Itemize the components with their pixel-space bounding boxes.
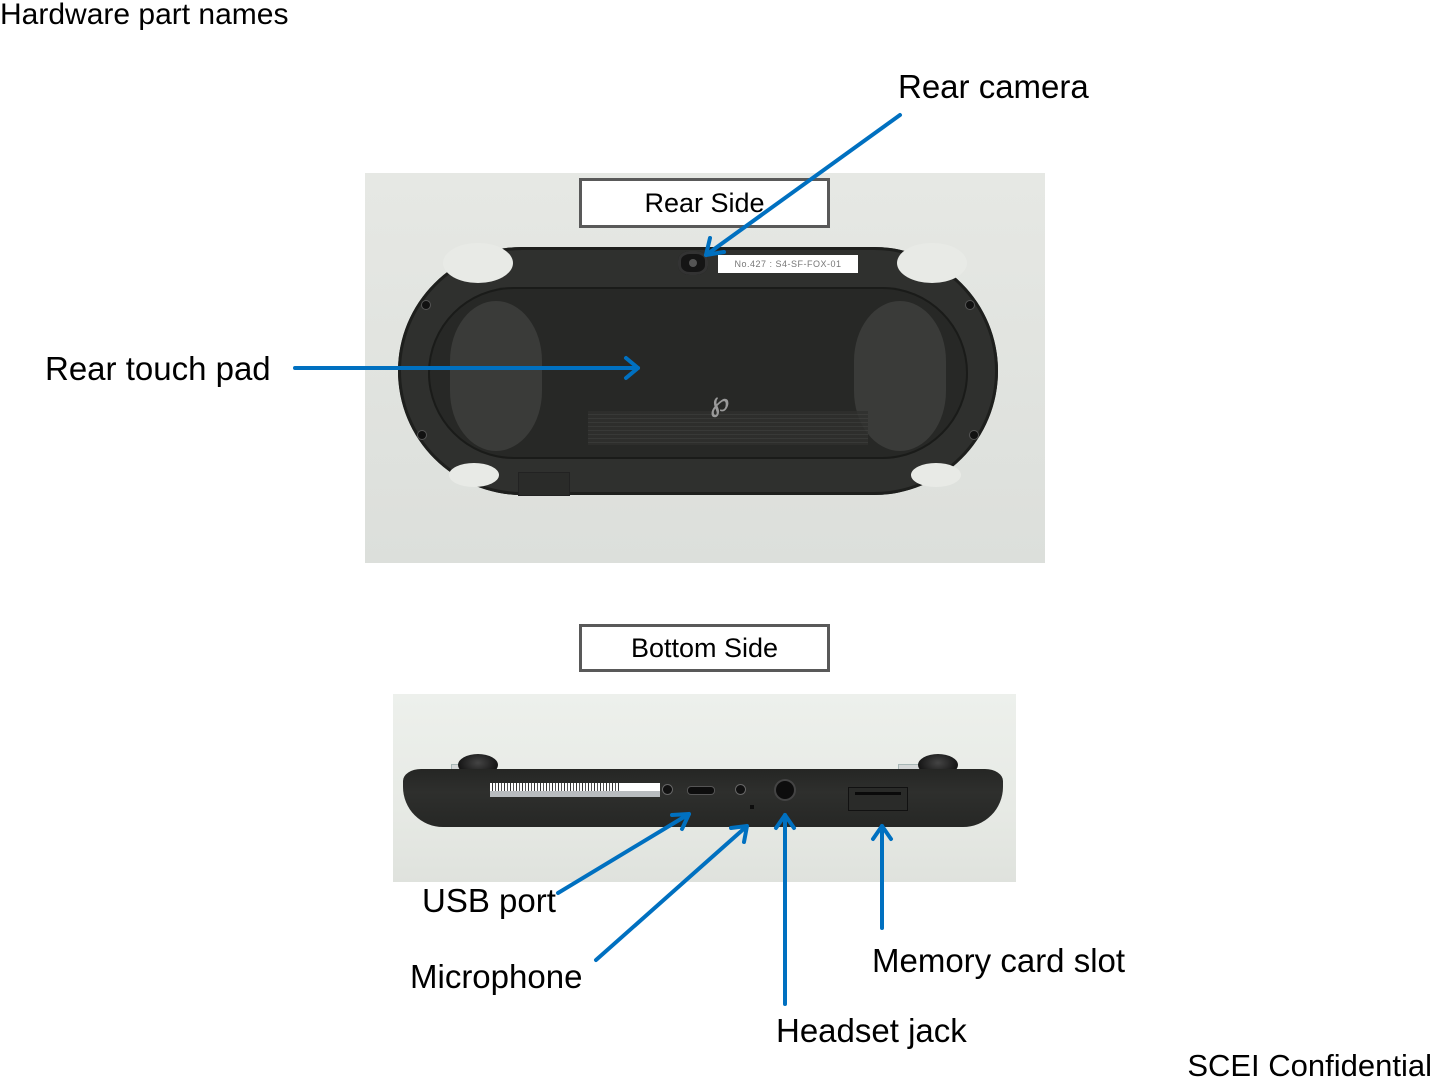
usb-port-opening [688,787,714,794]
bottom-side-photo [393,694,1016,882]
rear-side-photo: No.427 : S4-SF-FOX-01 ℘ [365,173,1045,563]
left-bottom-notch [449,463,499,487]
left-grip [450,301,542,451]
headset-jack-opening [776,781,794,799]
headset-jack-callout: Headset jack [776,1012,967,1049]
memory-card-slot-callout: Memory card slot [872,942,1126,979]
regulatory-text [588,411,868,445]
screw-icon [736,785,745,794]
right-shoulder [897,243,967,283]
barcode-label [490,783,660,797]
right-grip [854,301,946,451]
rear-touch-pad-area: ℘ [428,287,968,459]
serial-sticker: No.427 : S4-SF-FOX-01 [718,255,858,273]
screw-icon [966,301,974,309]
bottom-side-label-box: Bottom Side [579,624,830,672]
playstation-logo-icon: ℘ [710,385,730,418]
bottom-flap [518,472,570,496]
rear-side-label: Rear Side [644,187,765,218]
rear-touch-pad-callout: Rear touch pad [45,350,271,387]
microphone-callout: Microphone [410,958,583,995]
usb-port-callout: USB port [422,882,556,919]
screw-icon [422,301,430,309]
rear-camera-lens [678,251,708,275]
page-title: Hardware part names [0,0,289,31]
screw-icon [663,785,672,794]
console-rear-body: No.427 : S4-SF-FOX-01 ℘ [398,247,998,496]
screw-icon [970,431,978,439]
screw-icon [418,431,426,439]
microphone-hole [750,805,754,809]
right-bottom-notch [911,463,961,487]
left-shoulder [443,243,513,283]
rear-camera-callout: Rear camera [898,68,1089,105]
memory-card-slot-cover [848,787,908,811]
bottom-side-label: Bottom Side [630,632,779,663]
rear-side-label-box: Rear Side [579,178,830,228]
confidential-footer: SCEI Confidential [1187,1048,1432,1083]
console-bottom-body [403,769,1003,827]
